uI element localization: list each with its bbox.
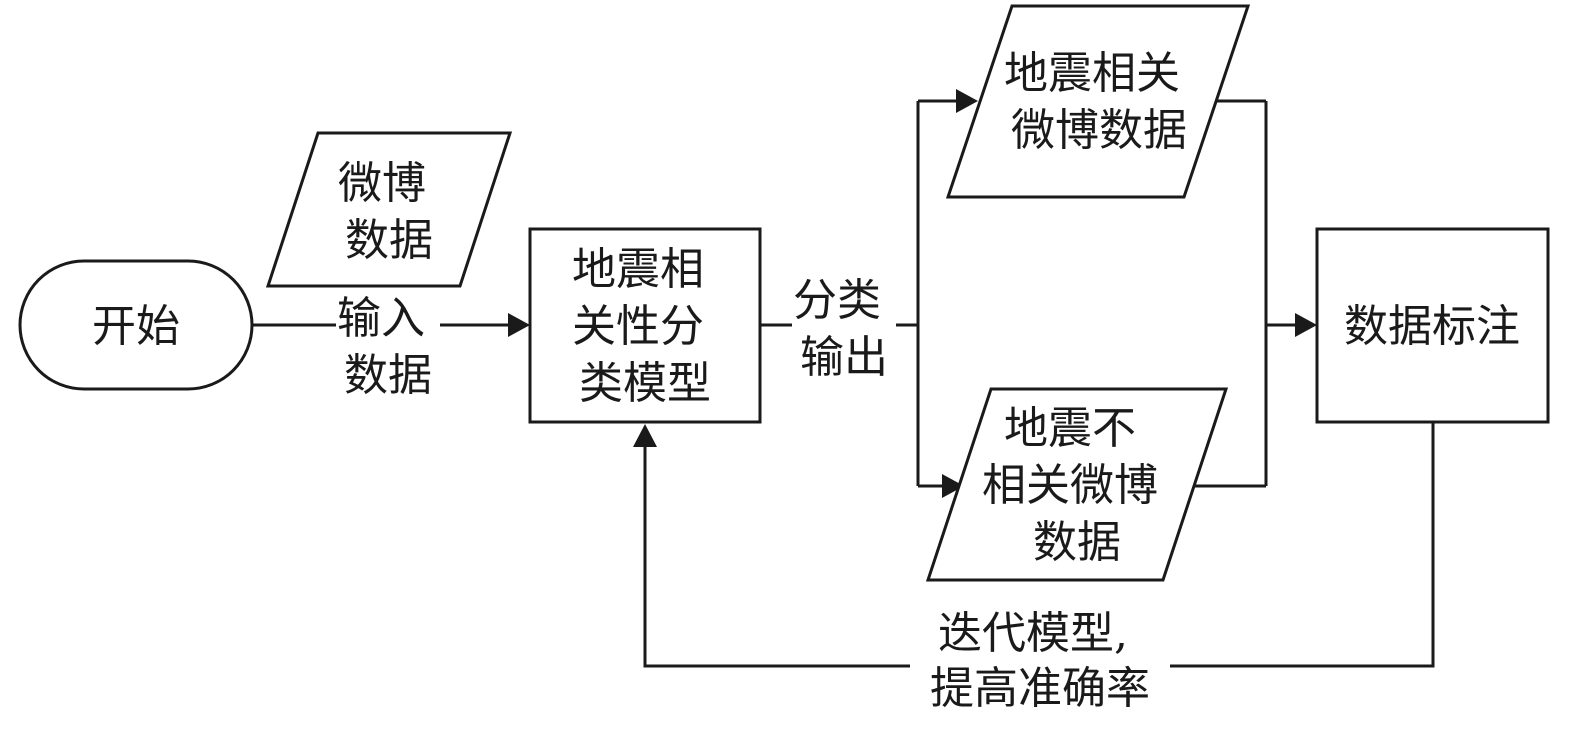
- labels: 开始 微博 数据 输入 数据 地震相 关性分 类模型 分类 输出 地震相关 微博…: [92, 48, 1520, 714]
- weibo-data-label-line-2: 数据: [345, 215, 433, 266]
- arrowhead-into-unrelated: [942, 474, 964, 498]
- arrowhead-into-related: [956, 89, 978, 113]
- classification-model-label-line-3: 类模型: [579, 358, 711, 409]
- classify-output-label-line-2: 输出: [800, 332, 888, 383]
- data-annotation-box: [1315, 227, 1550, 424]
- arrowhead-feedback-into-model: [633, 424, 657, 447]
- arrowhead-into-annotation: [1295, 313, 1317, 337]
- input-label-mask: [336, 290, 440, 402]
- weibo-data-label-line-1: 微博: [338, 158, 426, 209]
- related-data-label: 地震相关 微博数据: [1004, 48, 1194, 156]
- iterate-label-mask: [910, 606, 1170, 721]
- classify-output-label-line-1: 分类: [793, 275, 881, 326]
- unrelated-data-label-line-3: 数据: [1033, 517, 1121, 568]
- classify-output-label: 分类 输出: [793, 275, 895, 383]
- input-data-label-line-2: 数据: [344, 350, 432, 401]
- start-label-line-1: 开始: [92, 301, 180, 352]
- related-data-label-line-1: 地震相关: [1004, 48, 1180, 99]
- iterate-model-label-line-1: 迭代模型,: [938, 608, 1128, 659]
- unrelated-data-label-line-2: 相关微博: [982, 460, 1158, 511]
- weibo-data-parallelogram: [265, 131, 513, 288]
- iterate-model-label-line-2: 提高准确率: [930, 663, 1150, 714]
- nodes: [18, 4, 1550, 582]
- classify-label-mask: [792, 274, 896, 386]
- data-annotation-label-line-1: 数据标注: [1344, 301, 1520, 352]
- unrelated-data-label-line-1: 地震不: [1004, 403, 1136, 454]
- weibo-data-label: 微博 数据: [338, 158, 440, 266]
- label-masks: [336, 274, 1170, 721]
- related-data-label-line-2: 微博数据: [1011, 105, 1187, 156]
- classification-model-label-line-1: 地震相: [572, 244, 704, 295]
- start-terminal: [18, 259, 254, 391]
- classification-model-box: [528, 227, 762, 424]
- related-data-parallelogram: [945, 4, 1251, 199]
- input-data-label-line-1: 输入: [337, 293, 425, 344]
- start-label: 开始: [92, 301, 180, 352]
- arrowhead-into-model: [508, 313, 530, 337]
- unrelated-data-parallelogram: [925, 387, 1229, 582]
- data-annotation-label: 数据标注: [1344, 301, 1520, 352]
- classification-model-label: 地震相 关性分 类模型: [572, 244, 718, 409]
- input-data-label: 输入 数据: [337, 293, 439, 401]
- iterate-model-label: 迭代模型, 提高准确率: [930, 608, 1150, 714]
- unrelated-data-label: 地震不 相关微博 数据: [982, 403, 1172, 568]
- classification-model-label-line-2: 关性分: [572, 301, 704, 352]
